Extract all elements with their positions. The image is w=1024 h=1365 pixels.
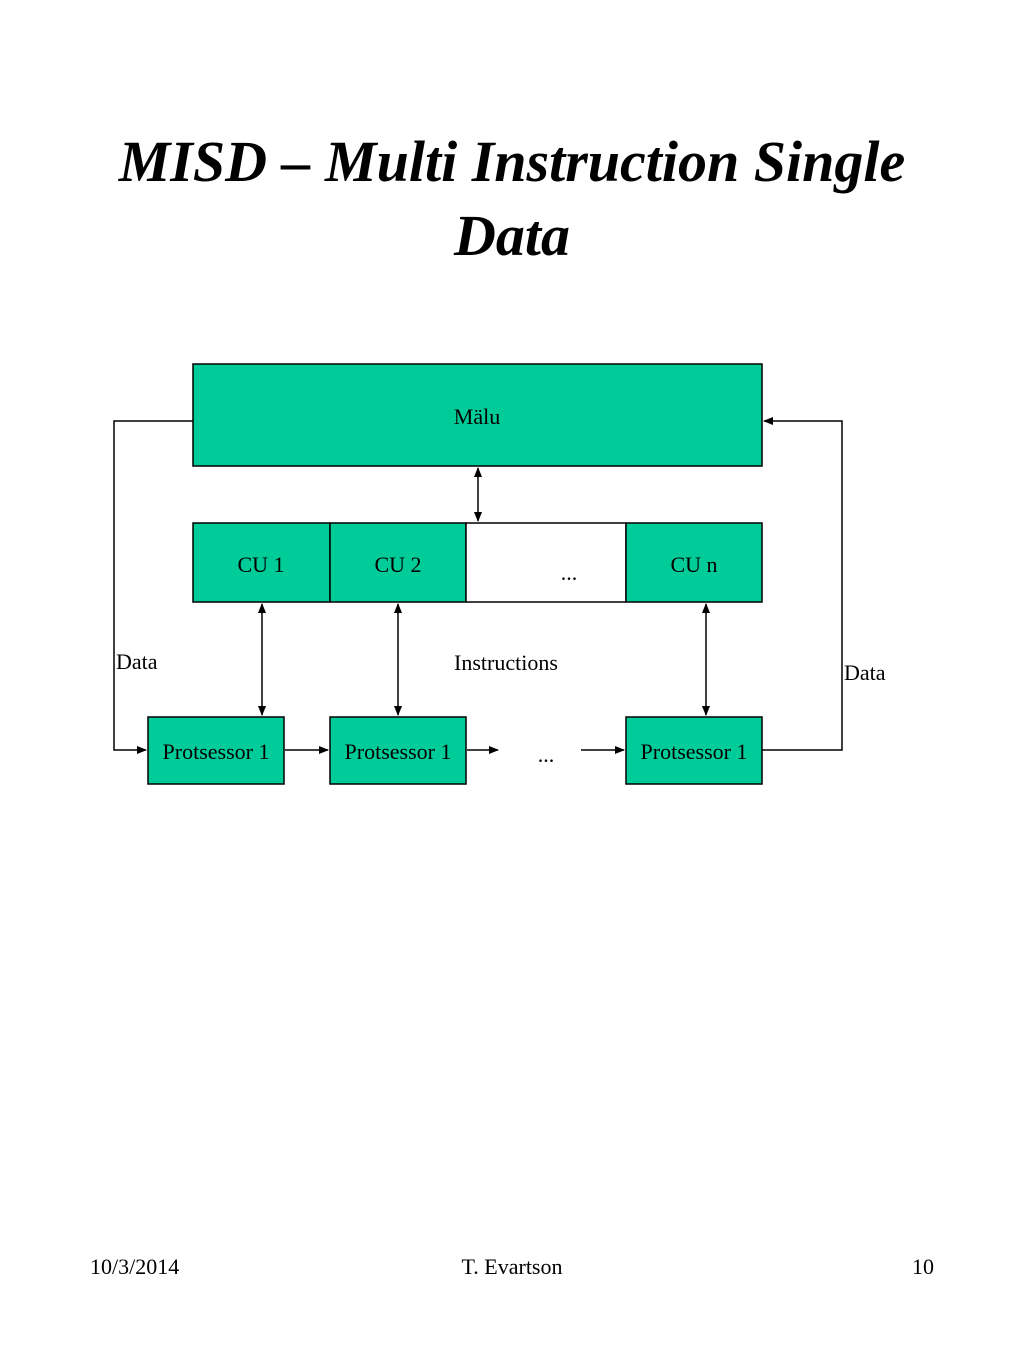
cu-ellipsis-box [465, 522, 627, 603]
processor-2-box [329, 716, 467, 785]
footer-author: T. Evartson [461, 1254, 563, 1279]
cu-n-box [625, 522, 763, 603]
cu-1-box [192, 522, 331, 603]
cu-1-label: CU 1 [237, 552, 284, 577]
data-right-label: Data [844, 660, 886, 685]
cu-ellipsis-label: ... [561, 560, 578, 585]
data-left-path [113, 420, 193, 754]
cu-2-box [329, 522, 467, 603]
data-right-path [762, 417, 843, 751]
processor-n-box [625, 716, 763, 785]
processor-2-label: Protsessor 1 [345, 739, 452, 764]
processor-ellipsis-label: ... [538, 742, 555, 767]
slide-title-line-2: Data [454, 203, 570, 268]
slide-title: MISD – Multi Instruction Single Data [40, 125, 984, 273]
processor-1-label: Protsessor 1 [163, 739, 270, 764]
footer-page-number: 10 [912, 1254, 934, 1279]
processor-1-box [147, 716, 285, 785]
cu-n-label: CU n [670, 552, 717, 577]
instructions-label: Instructions [454, 650, 558, 675]
slide-title-line-1: MISD – Multi Instruction Single [118, 129, 906, 194]
data-left-label: Data [116, 649, 158, 674]
processor-n-label: Protsessor 1 [641, 739, 748, 764]
cu-2-label: CU 2 [374, 552, 421, 577]
memory-label: Mälu [454, 404, 500, 429]
footer-date: 10/3/2014 [90, 1254, 180, 1279]
memory-box [192, 363, 763, 467]
